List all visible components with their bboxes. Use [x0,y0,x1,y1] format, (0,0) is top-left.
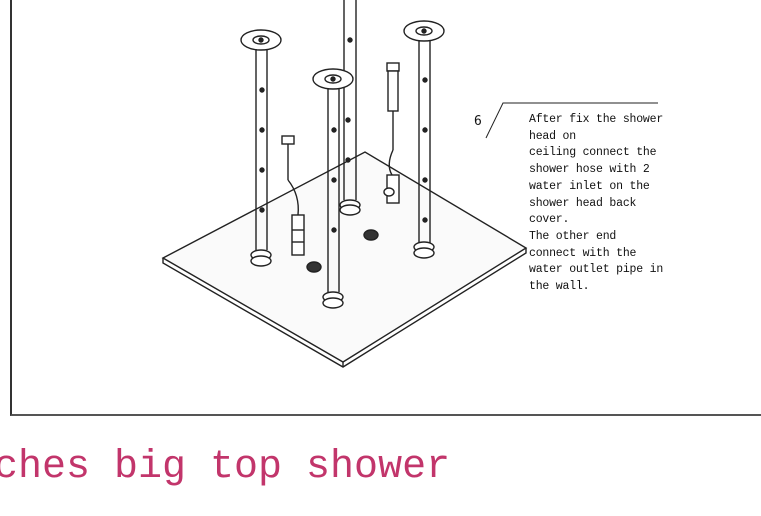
rod-left [240,29,282,267]
rod-front [312,68,354,309]
leader-line [485,102,658,139]
plate-nuts [306,187,395,273]
rod-back [339,0,361,216]
rod-right [403,20,445,259]
step-number: 6 [474,114,482,129]
hose-connector-right [386,62,400,204]
hose-connector-left [281,135,305,256]
diagram-frame [10,0,761,416]
caption-title: ches big top shower [0,445,451,490]
instruction-text: After fix the shower head on ceiling con… [529,113,664,294]
